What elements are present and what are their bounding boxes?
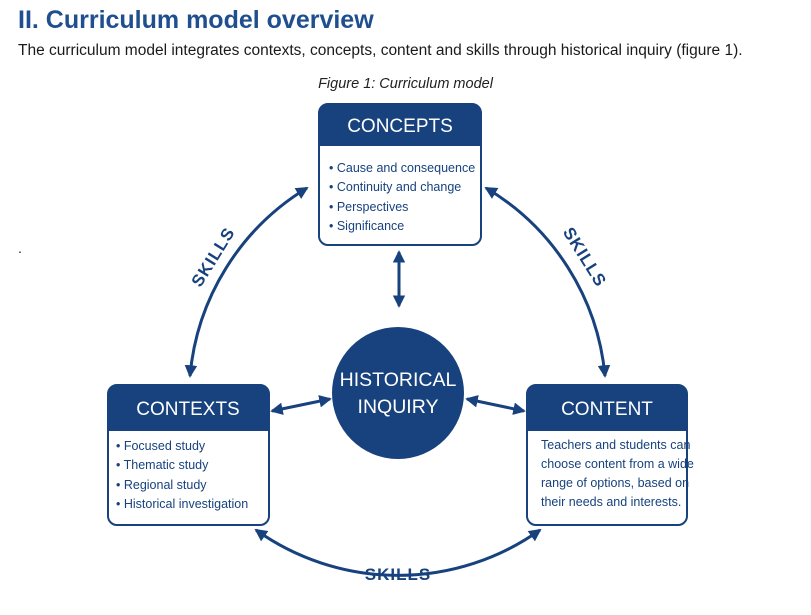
content-title: CONTENT [561, 399, 653, 420]
content-description-line: Teachers and students can [541, 438, 690, 452]
skills-label-left: SKILLS [188, 224, 239, 290]
contexts-item: • Regional study [116, 478, 207, 492]
skills-arc-right [484, 186, 611, 378]
contexts-item: • Historical investigation [116, 497, 248, 511]
skills-arc-left [184, 186, 309, 378]
section-heading: II. Curriculum model overview [18, 6, 374, 34]
skills-label-right: SKILLS [559, 224, 610, 290]
concepts-item: • Continuity and change [329, 180, 461, 194]
skills-label-bottom: SKILLS [365, 565, 431, 584]
hub-line-1: HISTORICAL [340, 369, 457, 391]
skills-arc-bottom [254, 528, 542, 577]
concepts-item: • Significance [329, 219, 404, 233]
content-box: CONTENT Teachers and students can choose… [526, 384, 694, 526]
contexts-item: • Thematic study [116, 458, 209, 472]
contexts-item: • Focused study [116, 439, 206, 453]
historical-inquiry-hub: HISTORICAL INQUIRY [332, 327, 464, 459]
content-description-line: their needs and interests. [541, 495, 681, 509]
hub-line-2: INQUIRY [358, 396, 439, 418]
content-description-line: choose content from a wide [541, 457, 694, 471]
connector-contexts-hub [270, 395, 332, 415]
figure-caption: Figure 1: Curriculum model [318, 76, 493, 92]
concepts-item: • Cause and consequence [329, 161, 475, 175]
contexts-title: CONTEXTS [136, 399, 239, 420]
contexts-box: CONTEXTS • Focused study • Thematic stud… [107, 384, 270, 526]
concepts-item: • Perspectives [329, 200, 408, 214]
concepts-title: CONCEPTS [347, 116, 453, 137]
stray-period: . [18, 240, 22, 256]
concepts-box: CONCEPTS • Cause and consequence • Conti… [318, 103, 482, 246]
connector-hub-content [465, 395, 526, 415]
content-description-line: range of options, based on [541, 476, 689, 490]
intro-paragraph: The curriculum model integrates contexts… [18, 42, 743, 59]
